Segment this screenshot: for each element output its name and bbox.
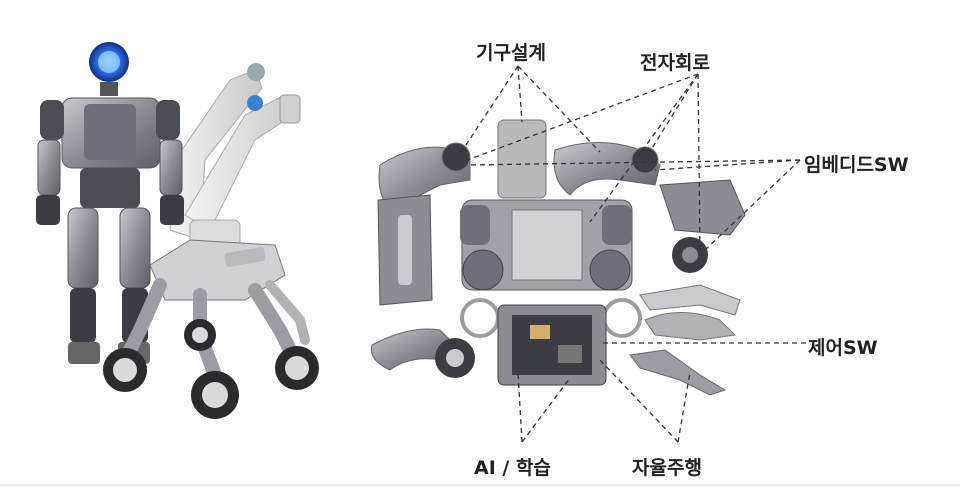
quadruped-robot-illustration xyxy=(103,239,319,419)
label-control-sw: 제어SW xyxy=(808,337,878,359)
exploded-parts-illustration xyxy=(370,119,746,396)
label-ai-learning: AI / 학습 xyxy=(474,457,551,479)
label-autonomous-driving: 자율주행 xyxy=(632,457,702,479)
leader-lines xyxy=(457,65,806,443)
label-electronic-circuit: 전자회로 xyxy=(640,52,710,74)
label-embedded-sw: 임베디드SW xyxy=(804,154,909,176)
robot-arm-illustration xyxy=(169,63,301,251)
label-mechanical-design: 기구설계 xyxy=(476,42,546,64)
bottom-divider xyxy=(0,484,960,487)
humanoid-robot-illustration xyxy=(36,42,184,364)
